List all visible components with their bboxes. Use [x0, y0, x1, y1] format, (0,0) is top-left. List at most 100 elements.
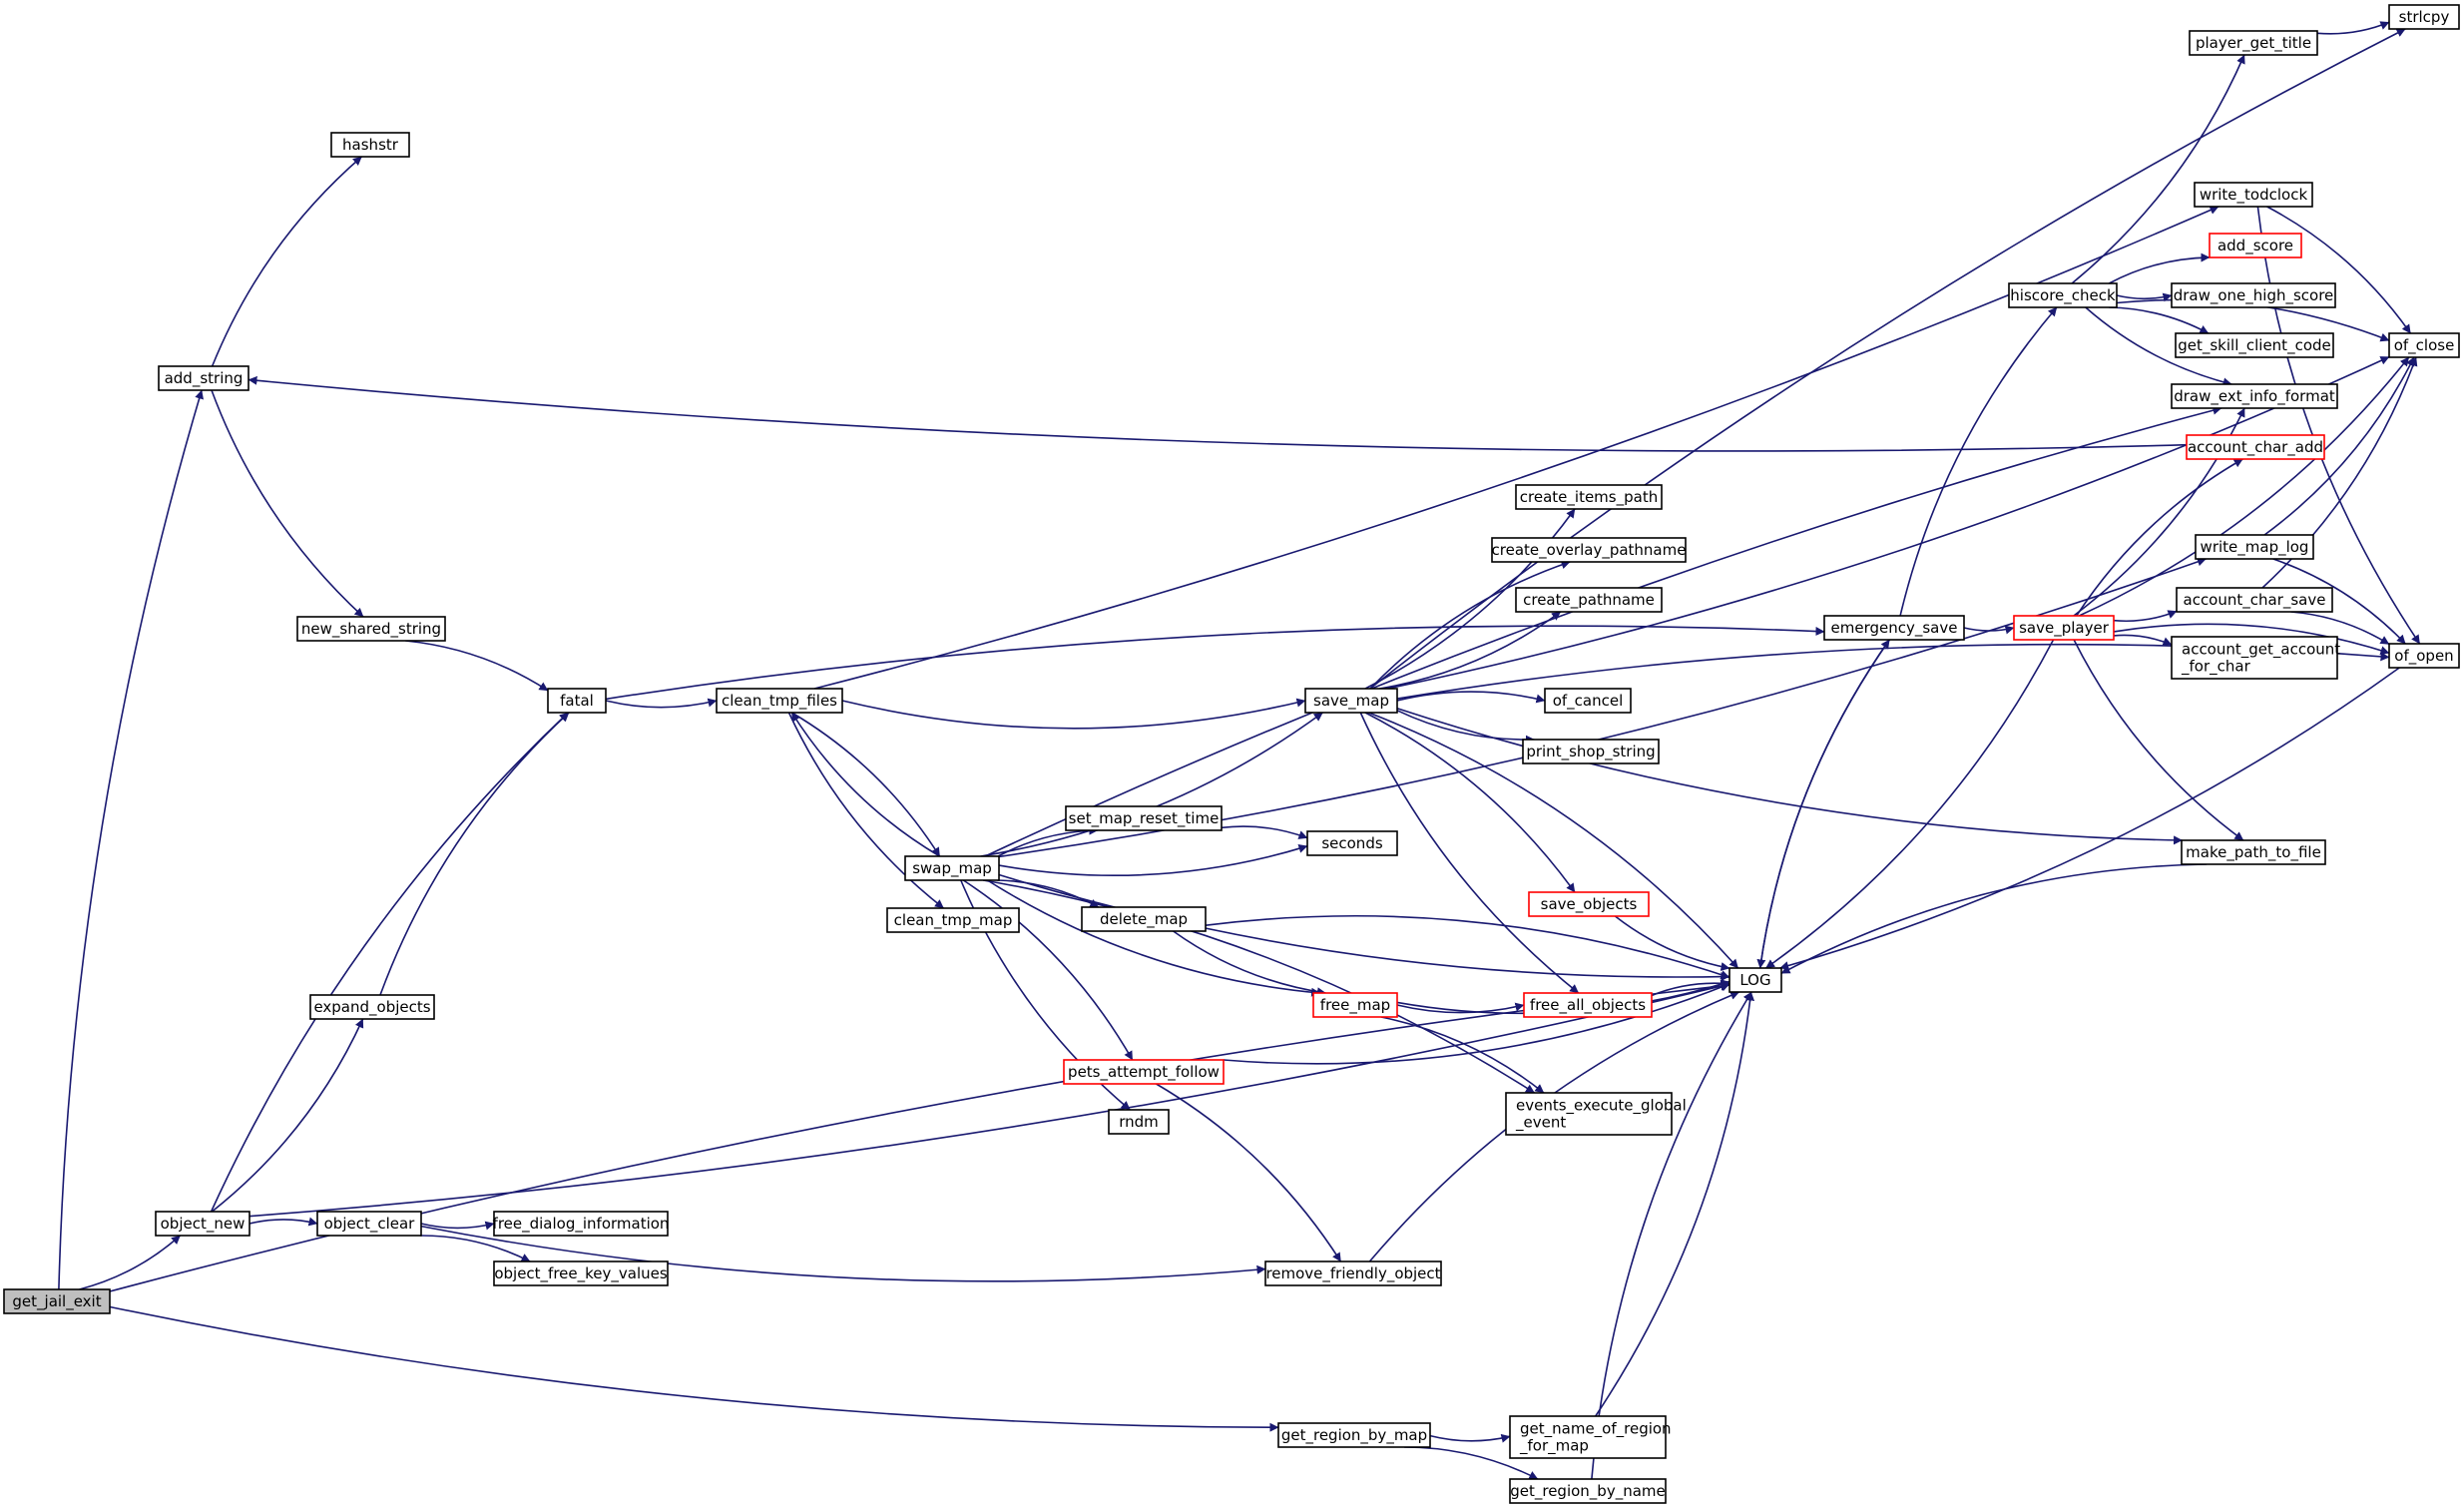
node-get_region_by_map[interactable]: get_region_by_map: [1277, 1422, 1431, 1448]
node-print_shop_string[interactable]: print_shop_string: [1522, 739, 1660, 764]
node-box[interactable]: [2388, 4, 2460, 30]
node-box[interactable]: [2186, 434, 2325, 460]
node-box[interactable]: [493, 1260, 669, 1286]
node-box[interactable]: [547, 688, 607, 714]
node-box[interactable]: [330, 132, 410, 158]
node-set_map_reset_time[interactable]: set_map_reset_time: [1065, 805, 1223, 831]
node-write_todclock[interactable]: write_todclock: [2194, 182, 2313, 208]
node-box[interactable]: [158, 365, 249, 391]
node-of_close[interactable]: of_close: [2388, 332, 2460, 358]
node-box[interactable]: [3, 1288, 111, 1314]
node-box[interactable]: [1306, 830, 1398, 856]
node-box[interactable]: [1264, 1260, 1442, 1286]
node-box[interactable]: [1081, 906, 1207, 932]
node-box[interactable]: [2189, 30, 2318, 56]
node-new_shared_string[interactable]: new_shared_string: [296, 616, 446, 642]
node-box[interactable]: [1523, 992, 1653, 1018]
node-emergency_save[interactable]: emergency_save: [1823, 615, 1965, 641]
node-box[interactable]: [2171, 636, 2338, 680]
node-box[interactable]: [2176, 587, 2333, 613]
node-box[interactable]: [1063, 1059, 1225, 1085]
node-create_overlay_pathname[interactable]: create_overlay_pathname: [1491, 537, 1687, 563]
node-free_dialog_information[interactable]: free_dialog_information: [493, 1211, 670, 1237]
node-box[interactable]: [2388, 332, 2460, 358]
node-of_open[interactable]: of_open: [2388, 643, 2460, 669]
node-free_map[interactable]: free_map: [1312, 992, 1398, 1018]
node-clean_tmp_files[interactable]: clean_tmp_files: [716, 688, 843, 714]
node-create_items_path[interactable]: create_items_path: [1515, 484, 1663, 510]
node-save_objects[interactable]: save_objects: [1528, 891, 1650, 917]
node-make_path_to_file[interactable]: make_path_to_file: [2181, 839, 2326, 865]
node-box[interactable]: [1823, 615, 1965, 641]
node-save_map[interactable]: save_map: [1304, 688, 1398, 714]
node-box[interactable]: [155, 1211, 250, 1237]
node-box[interactable]: [316, 1211, 422, 1237]
node-get_region_by_name[interactable]: get_region_by_name: [1509, 1478, 1667, 1504]
node-add_score[interactable]: add_score: [2209, 233, 2302, 258]
node-LOG[interactable]: LOG: [1728, 967, 1782, 993]
node-box[interactable]: [493, 1211, 669, 1237]
node-remove_friendly_object[interactable]: remove_friendly_object: [1264, 1260, 1442, 1286]
node-draw_one_high_score[interactable]: draw_one_high_score: [2171, 282, 2336, 308]
node-account_char_save[interactable]: account_char_save: [2176, 587, 2333, 613]
node-write_map_log[interactable]: write_map_log: [2195, 534, 2314, 560]
node-hashstr[interactable]: hashstr: [330, 132, 410, 158]
node-box[interactable]: [1312, 992, 1398, 1018]
node-events_execute_global_event[interactable]: events_execute_global_event: [1505, 1092, 1687, 1136]
node-box[interactable]: [1544, 688, 1632, 714]
node-object_clear[interactable]: object_clear: [316, 1211, 422, 1237]
node-get_skill_client_code[interactable]: get_skill_client_code: [2175, 332, 2334, 358]
node-box[interactable]: [1491, 537, 1687, 563]
node-box[interactable]: [1515, 587, 1663, 613]
node-box[interactable]: [1728, 967, 1782, 993]
node-box[interactable]: [296, 616, 446, 642]
node-delete_map[interactable]: delete_map: [1081, 906, 1207, 932]
node-create_pathname[interactable]: create_pathname: [1515, 587, 1663, 613]
node-hiscore_check[interactable]: hiscore_check: [2008, 282, 2118, 308]
node-box[interactable]: [1505, 1092, 1673, 1136]
node-fatal[interactable]: fatal: [547, 688, 607, 714]
node-box[interactable]: [1304, 688, 1398, 714]
node-box[interactable]: [309, 994, 435, 1020]
node-add_string[interactable]: add_string: [158, 365, 249, 391]
node-box[interactable]: [1509, 1415, 1667, 1459]
node-box[interactable]: [1065, 805, 1223, 831]
node-player_get_title[interactable]: player_get_title: [2189, 30, 2318, 56]
node-of_cancel[interactable]: of_cancel: [1544, 688, 1632, 714]
node-box[interactable]: [1515, 484, 1663, 510]
node-box[interactable]: [2181, 839, 2326, 865]
node-pets_attempt_follow[interactable]: pets_attempt_follow: [1063, 1059, 1225, 1085]
node-box[interactable]: [2209, 233, 2302, 258]
node-seconds[interactable]: seconds: [1306, 830, 1398, 856]
node-box[interactable]: [1522, 739, 1660, 764]
node-object_free_key_values[interactable]: object_free_key_values: [493, 1260, 669, 1286]
node-box[interactable]: [1277, 1422, 1431, 1448]
node-rndm[interactable]: rndm: [1108, 1109, 1170, 1135]
node-box[interactable]: [2013, 615, 2115, 641]
node-box[interactable]: [1528, 891, 1650, 917]
node-box[interactable]: [2195, 534, 2314, 560]
node-box[interactable]: [1509, 1478, 1667, 1504]
node-box[interactable]: [886, 907, 1020, 933]
node-box[interactable]: [1108, 1109, 1170, 1135]
node-box[interactable]: [904, 855, 1000, 881]
node-account_char_add[interactable]: account_char_add: [2186, 434, 2325, 460]
node-save_player[interactable]: save_player: [2013, 615, 2115, 641]
node-box[interactable]: [716, 688, 843, 714]
node-account_get_account_for_char[interactable]: account_get_account_for_char: [2171, 636, 2340, 680]
node-strlcpy[interactable]: strlcpy: [2388, 4, 2460, 30]
node-expand_objects[interactable]: expand_objects: [309, 994, 435, 1020]
node-swap_map[interactable]: swap_map: [904, 855, 1000, 881]
node-object_new[interactable]: object_new: [155, 1211, 250, 1237]
node-box[interactable]: [2175, 332, 2334, 358]
node-box[interactable]: [2388, 643, 2460, 669]
node-free_all_objects[interactable]: free_all_objects: [1523, 992, 1653, 1018]
node-clean_tmp_map[interactable]: clean_tmp_map: [886, 907, 1020, 933]
node-box[interactable]: [2171, 282, 2336, 308]
node-box[interactable]: [2194, 182, 2313, 208]
node-box[interactable]: [2171, 383, 2338, 409]
node-draw_ext_info_format[interactable]: draw_ext_info_format: [2171, 383, 2338, 409]
node-get_name_of_region_for_map[interactable]: get_name_of_region_for_map: [1509, 1415, 1672, 1459]
node-get_jail_exit[interactable]: get_jail_exit: [3, 1288, 111, 1314]
node-box[interactable]: [2008, 282, 2118, 308]
